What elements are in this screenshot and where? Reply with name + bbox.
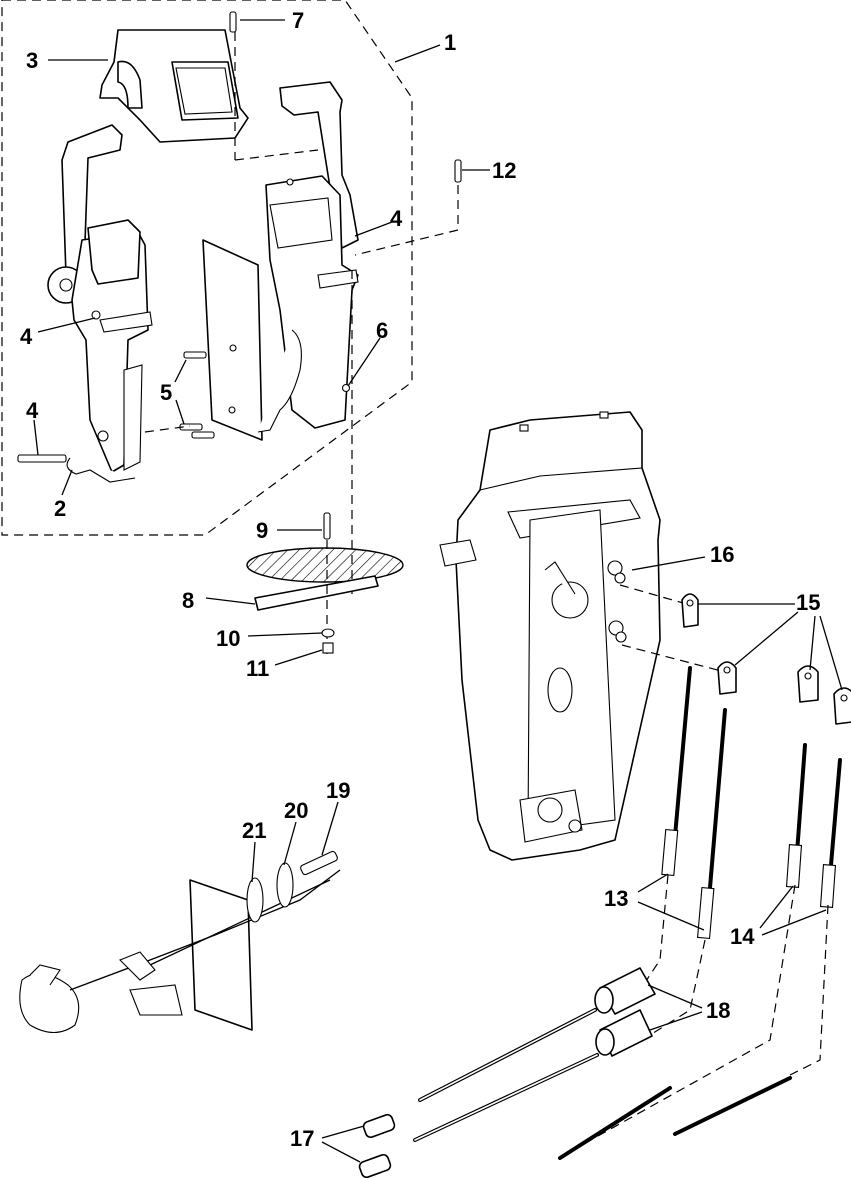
- callout-21: 21: [242, 818, 266, 843]
- callout-12: 12: [492, 158, 516, 183]
- callout-19: 19: [326, 778, 350, 803]
- cable-fittings-item-18: [594, 967, 656, 1057]
- assembly-boundary: [1, 0, 413, 536]
- callout-5: 5: [160, 380, 172, 405]
- callout-4c: 4: [26, 398, 39, 423]
- callout-13: 13: [604, 886, 628, 911]
- callout-11: 11: [246, 656, 269, 681]
- callout-14: 14: [730, 924, 755, 949]
- callout-9: 9: [256, 518, 268, 543]
- callout-3: 3: [26, 48, 38, 73]
- callout-10: 10: [216, 626, 240, 651]
- gasket-hatched: [246, 547, 404, 583]
- callout-15: 15: [796, 590, 820, 615]
- callout-18: 18: [706, 998, 730, 1023]
- leader-lines: [33, 19, 843, 1163]
- center-plate: [202, 239, 263, 441]
- callout-1: 1: [444, 30, 456, 55]
- callout-6: 6: [376, 318, 388, 343]
- screw-item-7: [229, 11, 237, 33]
- callout-20: 20: [284, 798, 308, 823]
- callout-8: 8: [182, 588, 194, 613]
- bolt-item-4: [17, 454, 67, 463]
- callout-2: 2: [54, 496, 66, 521]
- left-control-lever: [47, 124, 153, 473]
- screws-item-5: [179, 351, 215, 439]
- washer-item-10: [321, 628, 335, 638]
- linkage-assembly: [19, 850, 341, 1034]
- control-cover: [99, 29, 249, 143]
- nut-item-11: [322, 642, 334, 654]
- plate-item-8: [254, 575, 379, 611]
- callout-4a: 4: [390, 206, 403, 231]
- right-control-lever: [257, 81, 359, 433]
- callout-16: 16: [710, 542, 734, 567]
- cable-end-clips: [681, 593, 851, 725]
- callout-4b: 4: [20, 324, 33, 349]
- long-cables: [413, 1008, 792, 1160]
- end-caps-item-17: [358, 1113, 396, 1178]
- callout-7: 7: [292, 8, 304, 33]
- callout-labels: 1 2 3 4 4 4 5 6 7 8 9 10 11 12 13 14 15 …: [20, 8, 820, 1151]
- screw-item-9: [323, 512, 331, 540]
- cable-rods: [661, 666, 842, 940]
- clip-item-2: [66, 457, 136, 483]
- control-housing: [439, 411, 661, 861]
- callout-17: 17: [290, 1126, 314, 1151]
- screw-item-12: [454, 159, 462, 183]
